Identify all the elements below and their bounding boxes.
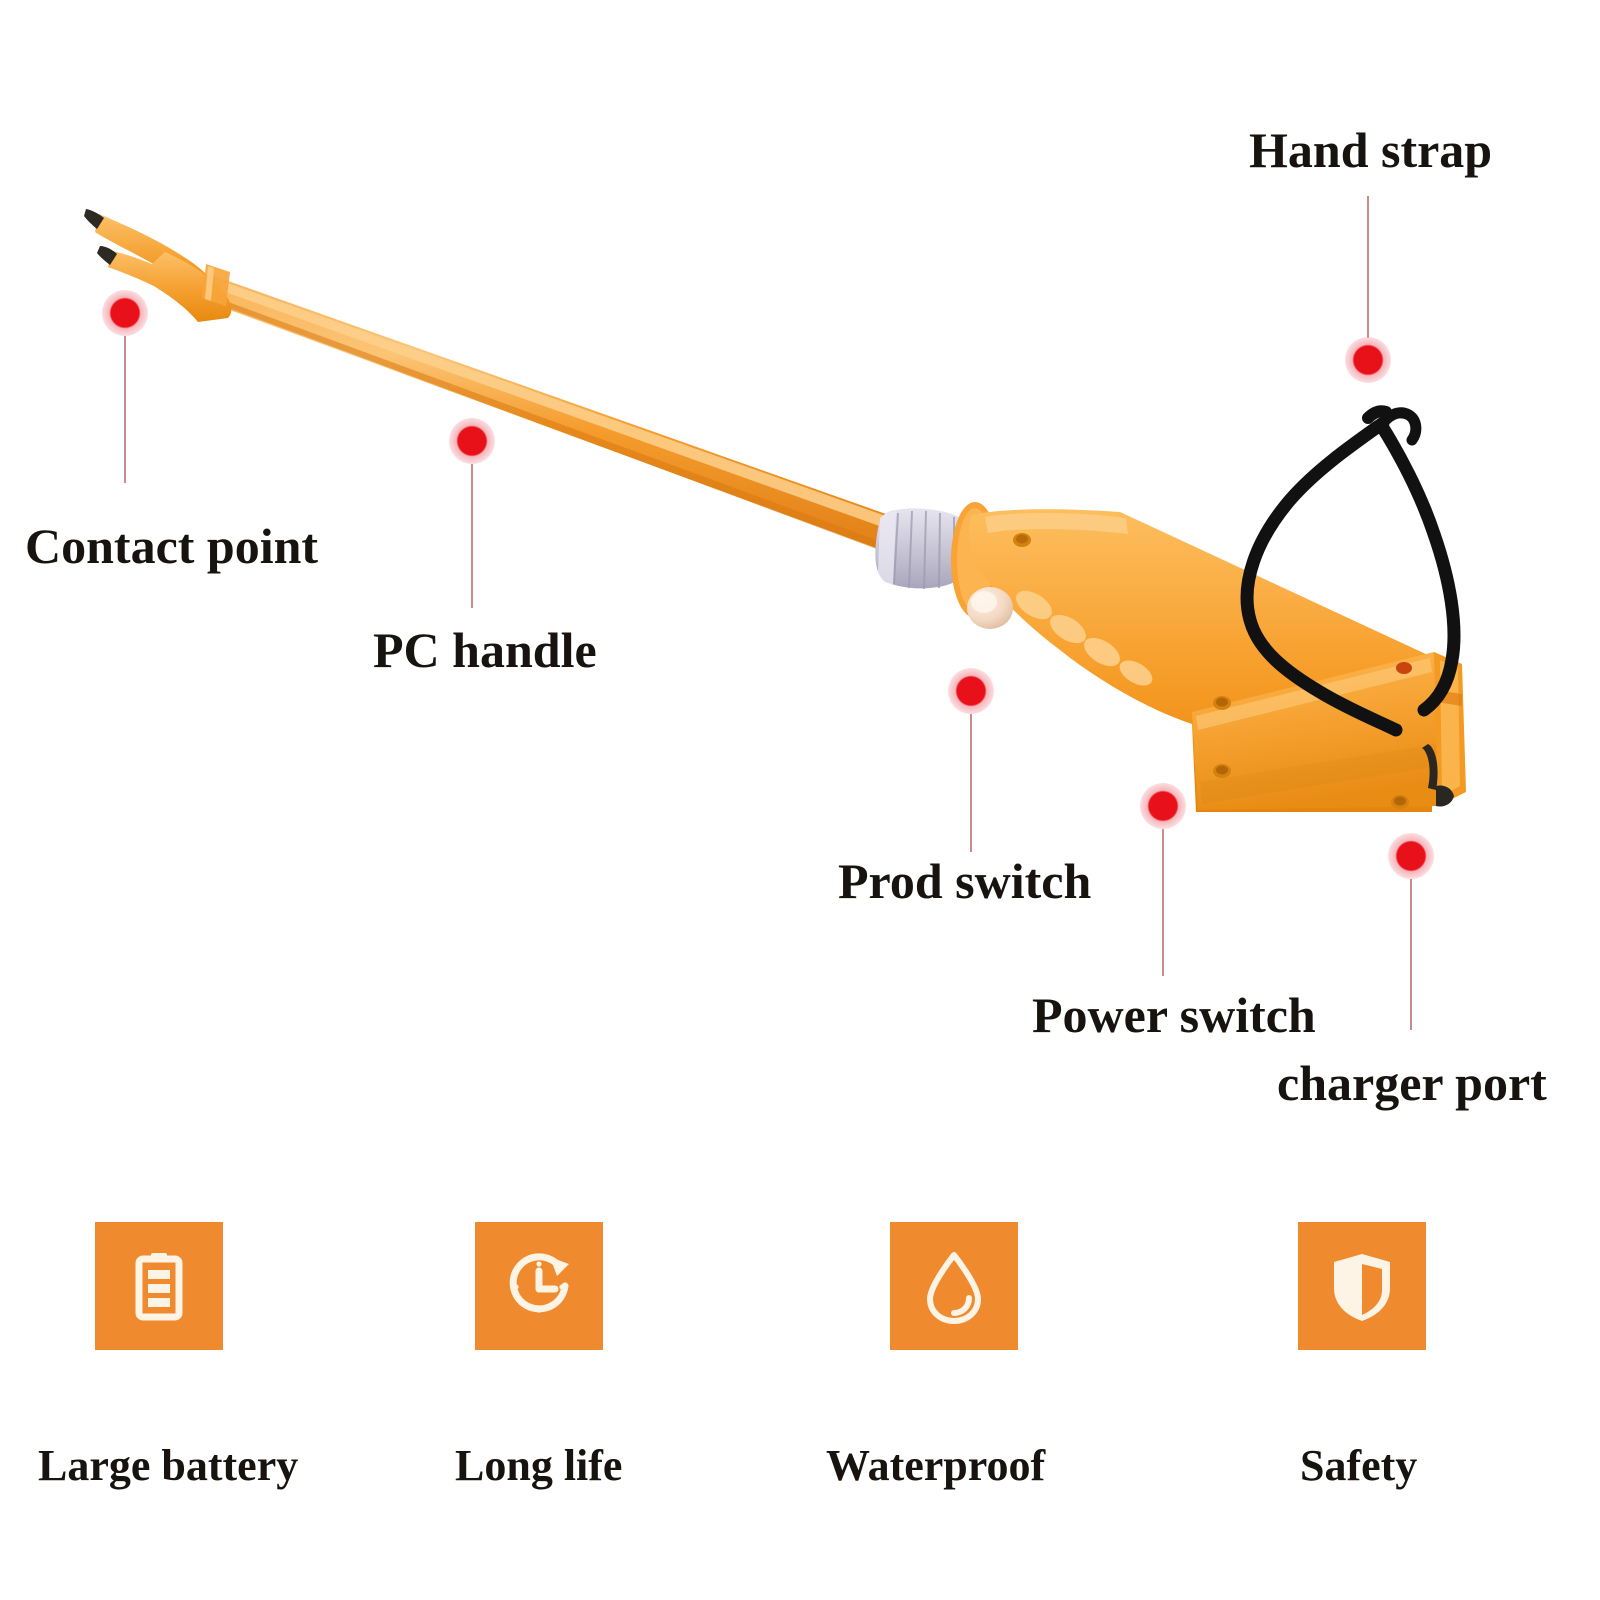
callout-marker-power-switch[interactable] [1140,783,1186,829]
feature-safety[interactable] [1298,1222,1426,1350]
battery-icon [135,1253,183,1321]
callout-label-pc-handle: PC handle [373,622,597,678]
callout-label-hand-strap: Hand strap [1249,122,1493,178]
callout-marker-contact-point[interactable] [102,290,148,336]
callout-leader-pc-handle [471,464,473,608]
callout-marker-charger-port[interactable] [1388,833,1434,879]
callout-leader-charger-port [1410,879,1412,1030]
shield-icon [1334,1254,1390,1321]
fiberglass-shaft [208,276,900,557]
feature-tile-large-battery [95,1222,223,1350]
callout-label-charger-port: charger port [1277,1055,1547,1111]
water-drop-icon [927,1252,981,1324]
feature-tile-long-life [475,1222,603,1350]
callout-label-power-switch: Power switch [1032,987,1316,1043]
hand-strap-loop [1240,405,1461,737]
callout-marker-prod-switch[interactable] [948,668,994,714]
callout-marker-hand-strap[interactable] [1345,337,1391,383]
feature-label-waterproof: Waterproof [826,1441,1046,1490]
feature-tile-safety [1298,1222,1426,1350]
feature-label-long-life: Long life [455,1441,623,1490]
callout-leader-power-switch [1162,829,1164,976]
callout-leader-contact-point [124,336,126,483]
callout-marker-pc-handle[interactable] [449,418,495,464]
feature-waterproof[interactable] [890,1222,1018,1350]
feature-label-safety: Safety [1300,1441,1418,1490]
feature-large-battery[interactable] [95,1222,223,1350]
clock-back-icon [509,1253,569,1313]
battery-housing [1192,652,1466,810]
pc-handle-grip [968,509,1432,812]
white-collar [875,508,972,590]
callout-leader-prod-switch [970,714,972,852]
callout-leader-hand-strap [1367,196,1369,338]
prod-switch-button [967,587,1013,629]
feature-tile-waterproof [890,1222,1018,1350]
handle-flange [951,502,999,618]
feature-label-large-battery: Large battery [38,1441,299,1490]
feature-long-life[interactable] [475,1222,603,1350]
callout-label-prod-switch: Prod switch [838,853,1092,909]
callout-label-contact-point: Contact point [25,518,319,574]
